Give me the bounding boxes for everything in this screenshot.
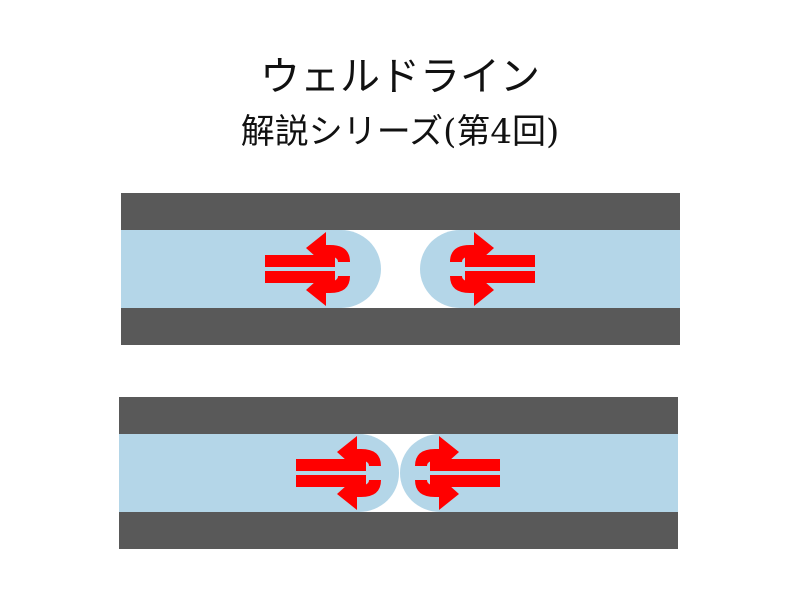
mold-wall-top	[121, 193, 680, 230]
page-subtitle: 解説シリーズ(第4回)	[240, 112, 560, 152]
melt-front-left	[121, 230, 381, 308]
flow-arrow-left	[265, 232, 350, 306]
flow-arrow-right	[450, 232, 535, 306]
flow-arrow-left	[296, 436, 381, 510]
stage-meeting	[119, 397, 678, 549]
melt-front-right	[420, 230, 680, 308]
mold-wall-bottom	[119, 512, 678, 549]
page-title: ウェルドライン	[260, 54, 540, 100]
stage-approaching	[121, 193, 680, 345]
mold-wall-top	[119, 397, 678, 434]
mold-wall-bottom	[121, 308, 680, 345]
flow-arrow-right	[415, 436, 500, 510]
